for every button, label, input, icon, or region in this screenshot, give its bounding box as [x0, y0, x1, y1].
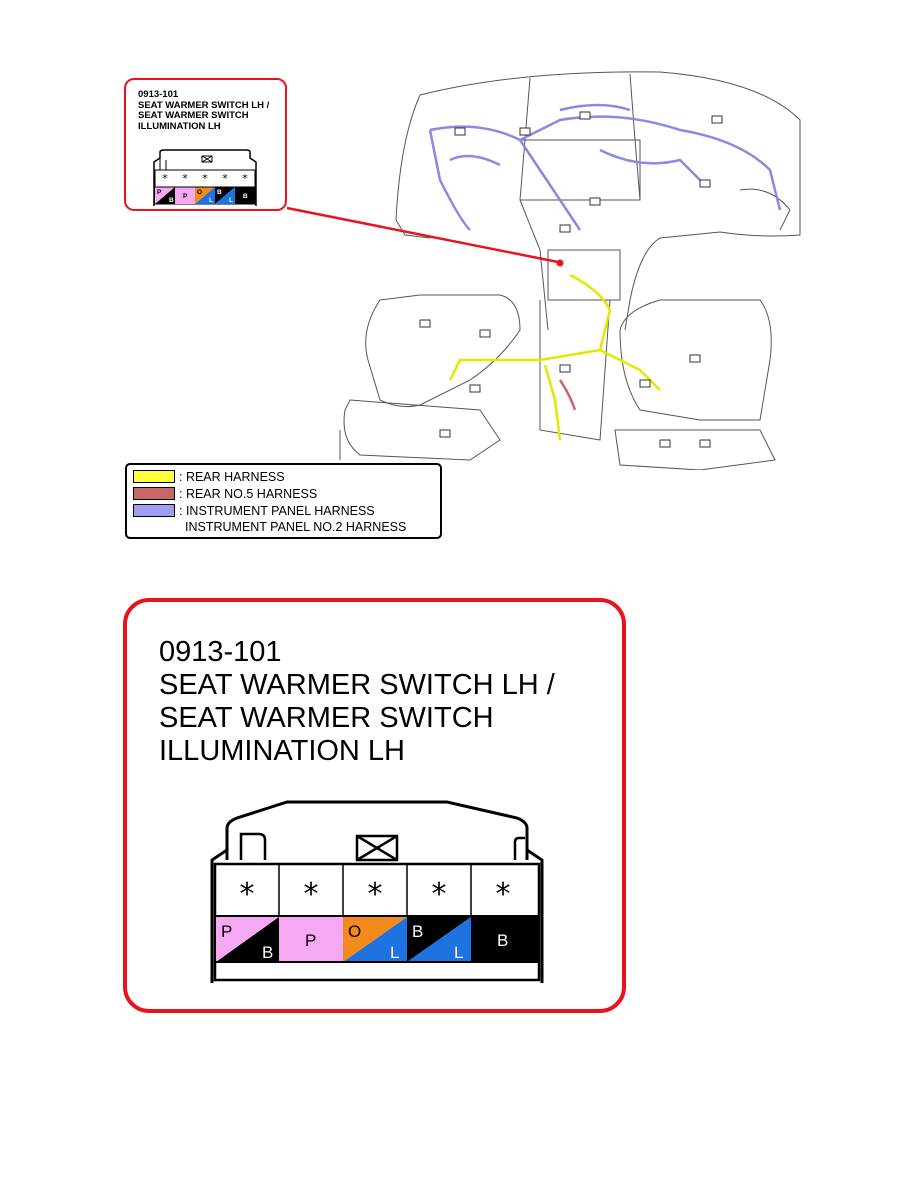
svg-text:O: O: [197, 189, 202, 196]
pin2-wire: P: [305, 931, 316, 950]
connector-title-small: 0913-101 SEAT WARMER SWITCH LH / SEAT WA…: [138, 89, 270, 132]
pin2-color: [279, 917, 343, 962]
legend-item-instrument-panel-no2-harness: INSTRUMENT PANEL NO.2 HARNESS: [185, 520, 407, 534]
instrument-panel-harness-swatch: [133, 504, 175, 517]
pin1-wire-bottom: B: [262, 943, 273, 962]
connector-name-line2-large: SEAT WARMER SWITCH: [159, 702, 494, 734]
pin1-color-bottom: [216, 917, 279, 962]
svg-text:L: L: [229, 197, 233, 204]
connector-code: 0913-101: [138, 89, 179, 100]
pin-mark-small-4: *: [222, 172, 228, 185]
pin5-wire: B: [497, 931, 508, 950]
rear-no5-harness-swatch: [133, 487, 175, 500]
legend-item-rear-harness: : REAR HARNESS: [133, 470, 285, 484]
connector-drawing-large: * * * * * P B P O L B L B: [210, 800, 544, 983]
pin-mark-small-5: *: [242, 172, 248, 185]
pin-mark-5: *: [496, 877, 511, 912]
pin4-color-bottom: [407, 917, 471, 962]
legend-item-rear-no5-harness: : REAR NO.5 HARNESS: [133, 487, 317, 501]
pin4-wire-bottom: L: [454, 943, 463, 962]
legend-item-instrument-panel-harness: : INSTRUMENT PANEL HARNESS: [133, 504, 375, 518]
svg-text:B: B: [243, 193, 248, 200]
svg-text:B: B: [169, 197, 174, 204]
wire-color-cells: [216, 917, 538, 962]
pin-mark-small-1: *: [162, 172, 168, 185]
connector-callout-large: 0913-101 SEAT WARMER SWITCH LH / SEAT WA…: [123, 598, 626, 1013]
svg-text:P: P: [183, 193, 188, 200]
pin-mark-3: *: [368, 877, 383, 912]
connector-name-line3-large: ILLUMINATION LH: [159, 735, 406, 767]
pin5-color: [471, 917, 538, 962]
connector-name-line1: SEAT WARMER SWITCH LH /: [138, 99, 270, 111]
pin3-wire-bottom: L: [390, 943, 399, 962]
connector-drawing-small: * * * * * PB P OL BL B: [153, 149, 257, 206]
connector-name-line3: ILLUMINATION LH: [138, 120, 221, 132]
connector-name-line2: SEAT WARMER SWITCH: [138, 110, 249, 121]
svg-text:L: L: [209, 197, 213, 204]
rear-harness-swatch: [133, 470, 175, 483]
connector-code-large: 0913-101: [159, 636, 282, 668]
pin-mark-small-3: *: [202, 172, 208, 185]
svg-text:B: B: [217, 189, 222, 196]
harness-legend: : REAR HARNESS : REAR NO.5 HARNESS : INS…: [125, 463, 442, 539]
pin1-wire-top: P: [221, 922, 232, 941]
pin4-wire-top: B: [412, 922, 423, 941]
pin3-wire-top: O: [348, 922, 361, 941]
pin-mark-2: *: [304, 877, 319, 912]
connector-callout-small: 0913-101 SEAT WARMER SWITCH LH / SEAT WA…: [124, 78, 287, 211]
pin-mark-1: *: [240, 877, 255, 912]
pin-mark-4: *: [432, 877, 447, 912]
svg-text:P: P: [157, 189, 162, 196]
pin-mark-small-2: *: [182, 172, 188, 185]
connector-name-line1-large: SEAT WARMER SWITCH LH /: [159, 669, 555, 701]
harness-overview-drawing: [286, 71, 801, 470]
pin3-color-bottom: [343, 917, 407, 962]
connector-title-large: 0913-101 SEAT WARMER SWITCH LH / SEAT WA…: [159, 636, 555, 768]
